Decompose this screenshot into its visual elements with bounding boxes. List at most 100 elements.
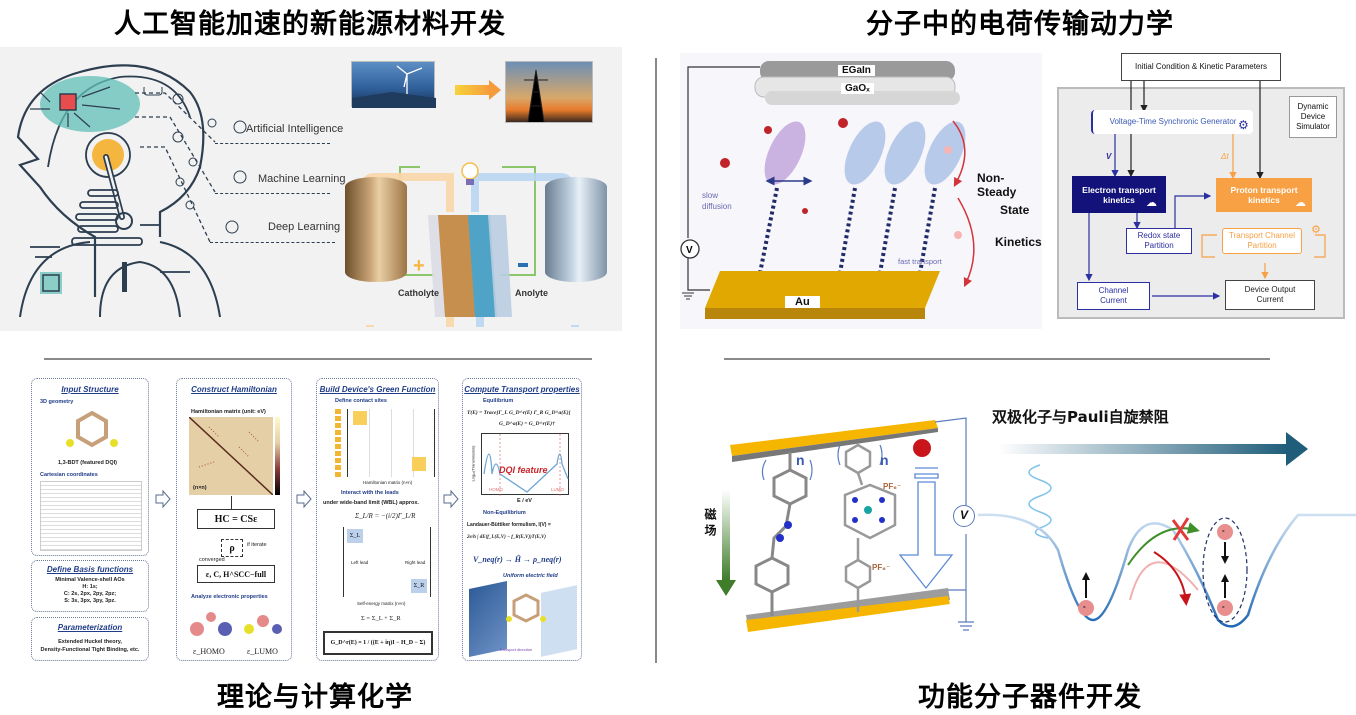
horizontal-divider-left <box>44 358 592 360</box>
double-well-potential <box>978 513 1356 628</box>
label-gaox: GaOₓ <box>841 83 874 94</box>
photon-wave <box>1028 464 1052 539</box>
converged-label: converged <box>199 557 225 563</box>
density-rho-box: ρ <box>221 539 243 557</box>
label-non-steady: Non-Steady <box>977 171 1017 199</box>
proton-label-line2: kinetics <box>1248 195 1280 205</box>
label-state: State <box>1000 203 1030 217</box>
arrow-right-icon <box>155 490 171 508</box>
redox-partition-box: Redox state Partition <box>1126 228 1192 254</box>
self-energy-caption: Self-energy matrix (n×n) <box>357 601 406 606</box>
left-lead-label: Left lead <box>351 560 369 565</box>
label-anolyte: Anolyte <box>515 288 549 298</box>
arrow-right-icon <box>455 85 491 95</box>
magnetic-field-arrow <box>722 490 730 580</box>
title-charge-transport: 分子中的电荷传输动力学 <box>866 9 1174 40</box>
proton-transport-box: Proton transport kinetics <box>1216 178 1312 212</box>
electron-label-line2: kinetics <box>1103 194 1135 205</box>
total-self-energy: Σ = Σ_L + Σ_R <box>361 615 401 622</box>
svg-text:V: V <box>686 245 693 256</box>
electron-charge-label: - <box>1222 602 1225 611</box>
device-output-line2: Current <box>1256 295 1284 304</box>
left-electrode-plane <box>469 580 507 658</box>
self-energy-matrix <box>343 527 431 597</box>
label-egain: EGaIn <box>838 65 875 76</box>
lumo-label: LUMO <box>551 487 565 492</box>
stage-transport-properties: Compute Transport properties Equilibrium… <box>462 378 582 661</box>
spin-up-arrow <box>1221 574 1229 582</box>
basis-line: H: 1s; <box>82 584 98 590</box>
param-line: Density-Functional Tight Binding, etc. <box>40 647 140 653</box>
metal-complex-molecule <box>843 443 897 612</box>
repeat-n-label: n <box>796 452 805 468</box>
stage-green-function: Build Device's Green Function Define con… <box>316 378 439 661</box>
potential-well-diagram <box>978 432 1356 628</box>
green-function-equation: G_D^r(E) = 1 / ((E + iη)I − H_D − Σ) <box>323 631 433 655</box>
arrow-right-icon <box>296 490 312 508</box>
ai-dash-line <box>215 143 330 144</box>
brain-shape <box>40 76 140 132</box>
sigma-l-cell: Σ_L <box>347 529 363 543</box>
basis-line: Minimal Valence-shell AOs <box>55 577 125 583</box>
if-iterate-label: if iterate <box>247 542 267 548</box>
repeat-n-label: n <box>880 452 889 468</box>
ai-icons <box>135 87 247 243</box>
electron-sphere <box>1217 600 1233 616</box>
minus-sign <box>518 263 528 267</box>
label-delta-t: Δt <box>1221 152 1229 161</box>
device-label: Device <box>1300 112 1326 121</box>
transmission-equation: T(E) = Trace[Γ_L G_D^r(E) Γ_R G_D^a(E)] <box>467 410 571 416</box>
bipolaron-pauli-heading: 双极化子与Pauli自旋禁阻 <box>992 408 1169 426</box>
channel-partition-line2: Partition <box>1247 241 1277 250</box>
title-ai-materials: 人工智能加速的新能源材料开发 <box>114 9 506 40</box>
device-output-line1: Device Output <box>1244 285 1296 294</box>
define-contact-label: Define contact sites <box>335 398 387 404</box>
gear-icon: ⚙ <box>1238 118 1249 132</box>
bipolaron-ellipse <box>1202 517 1248 623</box>
stage-title: Input Structure <box>61 385 119 394</box>
stage-title: Build Device's Green Function <box>319 385 436 394</box>
wbl-approx-label: under wide-band limit (WBL) approx. <box>323 500 419 506</box>
magnetic-field-label: 磁 场 <box>703 508 717 537</box>
y-axis-label: Log₁₀(Transmission) <box>470 445 476 482</box>
initial-condition-label: Initial Condition & Kinetic Parameters <box>1134 62 1268 71</box>
plus-sign: + <box>413 255 425 277</box>
pf6-label: PF₆⁻ <box>872 563 891 572</box>
transport-direction-label: Transport direction <box>499 647 533 652</box>
stage-basis-functions: Define Basis functions Minimal Valence-s… <box>31 560 149 612</box>
vertical-divider <box>655 58 657 663</box>
bdt-molecule <box>506 593 546 623</box>
cpu-chip-icon <box>59 93 77 111</box>
redox-label-line1: Redox state <box>1137 231 1181 240</box>
chip-icon <box>42 274 60 292</box>
non-equilibrium-label: Non-Equilibrium <box>483 510 526 516</box>
junction-illustration: V <box>680 61 975 319</box>
scf-equation: V_neq(r) → Ĥ → ρ_neq(r) <box>473 555 562 564</box>
label-artificial-intelligence: Artificial Intelligence <box>246 123 344 135</box>
landauer-label: Landauer-Büttiker formulism, I(V) = <box>467 522 551 528</box>
generator-label: Voltage-Time Synchronic Generator <box>1109 117 1237 126</box>
interact-leads-label: Interact with the leads <box>341 490 399 496</box>
simulator-arrows <box>1085 78 1326 300</box>
horizontal-divider-right <box>724 358 1270 360</box>
spin-down-arrow <box>1221 556 1229 564</box>
advanced-green-equation: G_D^a(E) = G_D^r(E)† <box>499 421 555 427</box>
anolyte-tank <box>545 177 607 282</box>
initial-condition-box: Initial Condition & Kinetic Parameters <box>1121 53 1281 81</box>
transmission-plot <box>481 433 569 496</box>
voltmeter-icon: V <box>953 505 975 527</box>
stage-input-structure: Input Structure 3D geometry 1,3-BDT (fea… <box>31 378 149 556</box>
cloud-compute-icon: ☁ <box>1295 197 1306 209</box>
hamiltonian-matrix-caption: Hamiltonian matrix (n×n) <box>363 480 413 485</box>
charge-transport-panel: V EGaIn GaOₓ Au slow diffusion fast tran… <box>680 53 1042 329</box>
gold-electrode <box>705 271 940 319</box>
energy-axis-label: E / eV <box>517 498 532 504</box>
analyze-properties-label: Analyze electronic properties <box>191 594 268 600</box>
ml-dash-line <box>215 193 330 194</box>
label-deep-learning: Deep Learning <box>268 221 341 233</box>
electron-sphere <box>1217 524 1233 540</box>
equilibrium-label: Equilibrium <box>483 398 514 404</box>
time-arrow <box>998 444 1288 454</box>
lumo-energy-label: ε_LUMO <box>247 647 278 656</box>
right-lead-label: Right lead <box>405 560 426 565</box>
